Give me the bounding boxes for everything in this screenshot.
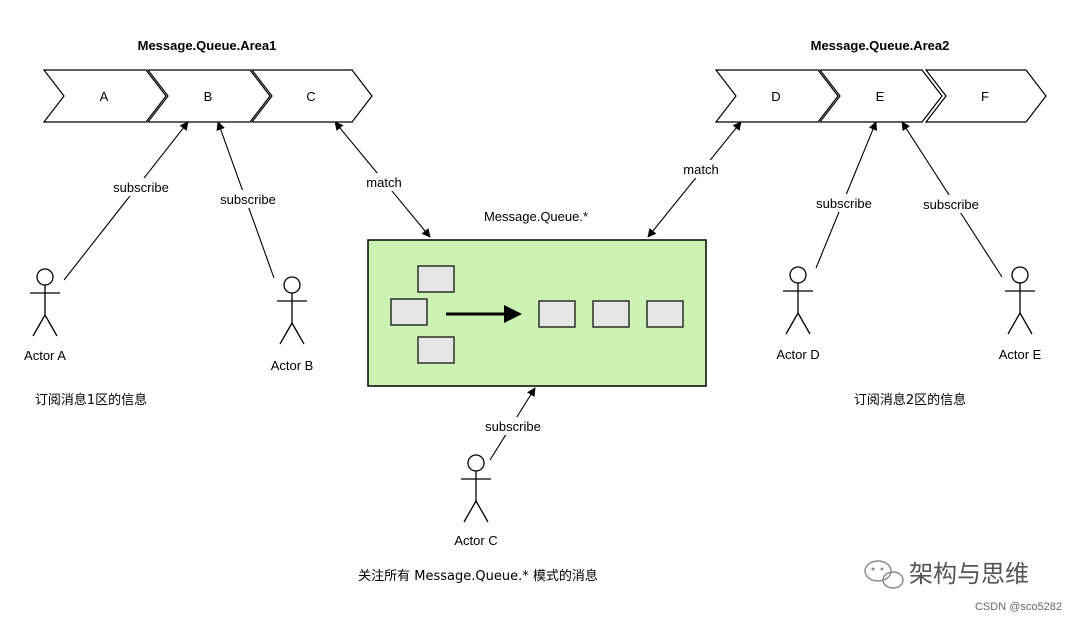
area1-title: Message.Queue.Area1 (138, 38, 277, 53)
message-box (538, 300, 576, 328)
note-all-topics: 关注所有 Message.Queue.* 模式的消息 (358, 568, 598, 584)
edge-label-bg (480, 417, 546, 435)
edge-label-bg (364, 173, 406, 191)
match-arrow-right (647, 121, 742, 238)
actor-a-icon (30, 268, 60, 337)
edge-label-match-right: match (683, 162, 718, 177)
queue-d: D (714, 69, 839, 123)
edge-label-subscribe-a: subscribe (113, 180, 169, 195)
actor-e-label: Actor E (999, 347, 1042, 362)
edge-label-match-left: match (366, 175, 401, 190)
queue-f: F (924, 69, 1047, 123)
actor-d-label: Actor D (776, 347, 819, 362)
edge-label-subscribe-c: subscribe (485, 419, 541, 434)
queue-e-label: E (876, 89, 885, 104)
queue-c-label: C (306, 89, 315, 104)
edge-label-bg (215, 190, 281, 208)
note-area2: 订阅消息2区的信息 (854, 392, 966, 408)
actor-a-label: Actor A (24, 348, 66, 363)
actor-e-icon (1005, 266, 1035, 335)
flow-arrow-head (504, 305, 522, 323)
message-box (417, 265, 455, 293)
edge-label-bg (108, 178, 174, 196)
note-area1: 订阅消息1区的信息 (35, 392, 147, 408)
message-box (592, 300, 630, 328)
queue-b: B (146, 69, 271, 123)
actor-c-icon (461, 454, 491, 523)
watermark-credit: CSDN @sco5282 (975, 601, 1062, 613)
actor-b-label: Actor B (271, 358, 314, 373)
edge-label-subscribe-e: subscribe (923, 197, 979, 212)
queue-e: E (818, 69, 943, 123)
queue-b-label: B (204, 89, 213, 104)
edge-label-subscribe-d: subscribe (816, 196, 872, 211)
queue-d-label: D (771, 89, 780, 104)
subscribe-arrow-a (63, 121, 189, 281)
actor-c-label: Actor C (454, 533, 497, 548)
queue-a-label: A (100, 89, 109, 104)
message-box (390, 298, 428, 326)
queue-a: A (42, 69, 167, 123)
watermark-brand: 架构与思维 (909, 560, 1029, 588)
actor-d-icon (783, 266, 813, 335)
message-box (646, 300, 684, 328)
edge-label-bg (680, 160, 722, 178)
edge-label-bg (811, 194, 877, 212)
center-title: Message.Queue.* (484, 209, 588, 224)
queue-f-label: F (981, 89, 989, 104)
wechat-icon (864, 560, 904, 589)
actor-b-icon (277, 276, 307, 345)
message-box (417, 336, 455, 364)
edge-label-bg (918, 195, 984, 213)
area2-title: Message.Queue.Area2 (811, 38, 950, 53)
edge-label-subscribe-b: subscribe (220, 192, 276, 207)
